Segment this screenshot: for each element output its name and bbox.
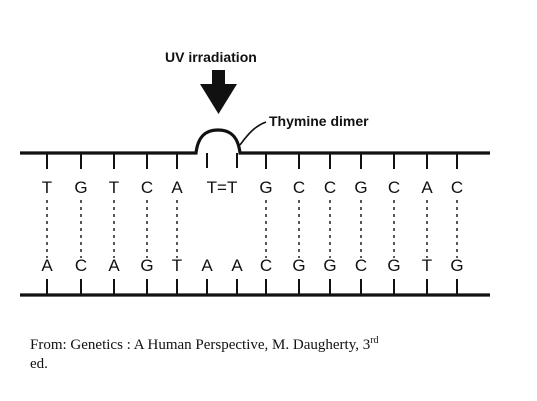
top-base-label: T xyxy=(42,178,52,197)
source-caption: From: Genetics : A Human Perspective, M.… xyxy=(30,336,510,374)
caption-text: From: Genetics : A Human Perspective, M.… xyxy=(30,337,371,353)
bottom-base-label: G xyxy=(292,256,305,275)
bottom-base-label: T xyxy=(172,256,182,275)
top-base-label: C xyxy=(293,178,305,197)
bottom-base-label: C xyxy=(75,256,87,275)
bottom-base-label: A xyxy=(231,256,243,275)
top-base-label: A xyxy=(421,178,433,197)
bottom-base-label: T xyxy=(422,256,432,275)
bottom-base-label: G xyxy=(387,256,400,275)
uv-irradiation-label: UV irradiation xyxy=(165,49,257,65)
bottom-base-label: A xyxy=(41,256,53,275)
top-base-label: G xyxy=(74,178,87,197)
hydrogen-bond-lines xyxy=(46,200,458,258)
top-strand-ticks xyxy=(46,153,458,169)
caption-suffix: ed. xyxy=(30,356,48,372)
top-base-label: C xyxy=(141,178,153,197)
bottom-base-label: A xyxy=(108,256,120,275)
dimer-pointer-line xyxy=(239,121,267,146)
top-base-label: T xyxy=(109,178,119,197)
bottom-base-label: G xyxy=(450,256,463,275)
bottom-base-label: G xyxy=(323,256,336,275)
top-base-label: G xyxy=(259,178,272,197)
bottom-base-label: C xyxy=(260,256,272,275)
bottom-base-label: A xyxy=(201,256,213,275)
top-base-label: T=T xyxy=(207,178,238,197)
thymine-dimer-label: Thymine dimer xyxy=(269,113,369,129)
bottom-base-label: C xyxy=(355,256,367,275)
top-base-label: A xyxy=(171,178,183,197)
caption-superscript: rd xyxy=(370,335,379,346)
top-base-label: C xyxy=(388,178,400,197)
top-base-label: C xyxy=(451,178,463,197)
top-base-label: C xyxy=(324,178,336,197)
top-base-label: G xyxy=(354,178,367,197)
top-backbone xyxy=(20,128,490,155)
bottom-base-label: G xyxy=(140,256,153,275)
bottom-strand-ticks xyxy=(46,279,458,295)
uv-arrow-icon xyxy=(200,70,237,114)
